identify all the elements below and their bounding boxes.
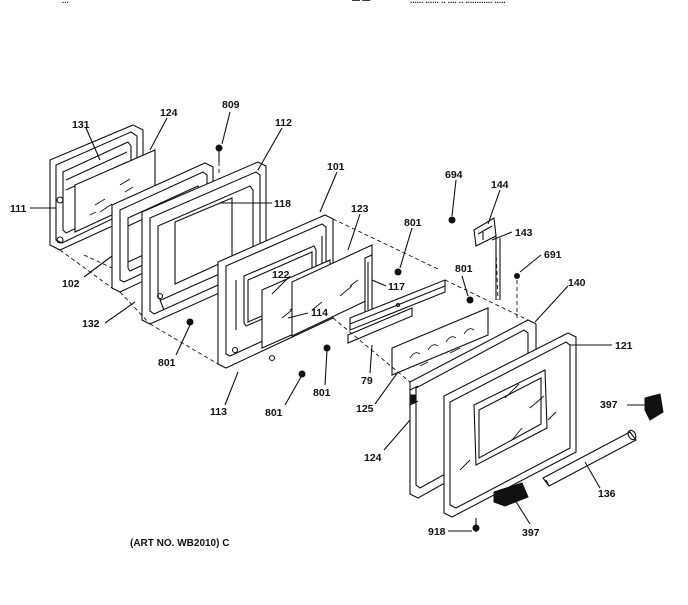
callout-79: 79 — [361, 375, 373, 387]
callout-801-e: 801 — [265, 407, 283, 419]
callout-809: 809 — [222, 99, 240, 111]
art-number-caption: (ART NO. WB2010) C — [130, 538, 230, 549]
callout-118: 118 — [274, 198, 291, 210]
callout-131: 131 — [72, 119, 90, 131]
callout-122: 122 — [272, 269, 290, 281]
callout-691: 691 — [544, 249, 562, 261]
part-glass-125 — [391, 307, 489, 376]
part-endcap-397-right — [644, 393, 664, 421]
callout-132: 132 — [82, 318, 100, 330]
part-handle-136 — [542, 429, 637, 487]
callout-114: 114 — [311, 307, 328, 319]
header-fragment: ...... ...... .. .... .. ............ ..… — [410, 0, 506, 5]
header-fragment: — — — [352, 0, 370, 5]
part-plate-79 — [347, 279, 446, 344]
callout-121: 121 — [615, 340, 633, 352]
callout-801-a: 801 — [404, 217, 422, 229]
callout-801-b: 801 — [455, 263, 473, 275]
callout-694: 694 — [445, 169, 463, 181]
callout-124-bottom: 124 — [364, 452, 382, 464]
callout-117: 117 — [388, 281, 405, 293]
callout-918: 918 — [428, 526, 446, 538]
header-fragment: ... — [62, 0, 69, 5]
hardware — [186, 144, 520, 532]
callout-801-c: 801 — [158, 357, 176, 369]
leader-lines — [30, 111, 648, 532]
callout-102: 102 — [62, 278, 80, 290]
callout-123: 123 — [351, 203, 369, 215]
callout-111: 111 — [10, 203, 27, 215]
callout-112: 112 — [275, 117, 292, 129]
callout-136: 136 — [598, 488, 616, 500]
callout-143: 143 — [515, 227, 533, 239]
part-bracket-117 — [364, 254, 373, 315]
callout-labels: 111 131 124 809 112 118 101 123 801 694 … — [10, 99, 633, 539]
header-fragments: ... — — ...... ...... .. .... .. .......… — [62, 0, 506, 5]
callout-140: 140 — [568, 277, 586, 289]
callout-113: 113 — [210, 406, 227, 418]
callout-397-bottom: 397 — [522, 527, 540, 539]
part-front-glass-121 — [443, 332, 577, 518]
callout-144: 144 — [491, 179, 509, 191]
callout-397-right: 397 — [600, 399, 618, 411]
part-hinge-144 — [473, 217, 501, 300]
callout-101: 101 — [327, 161, 345, 173]
callout-801-d: 801 — [313, 387, 331, 399]
callout-124-top: 124 — [160, 107, 178, 119]
callout-125: 125 — [356, 403, 374, 415]
